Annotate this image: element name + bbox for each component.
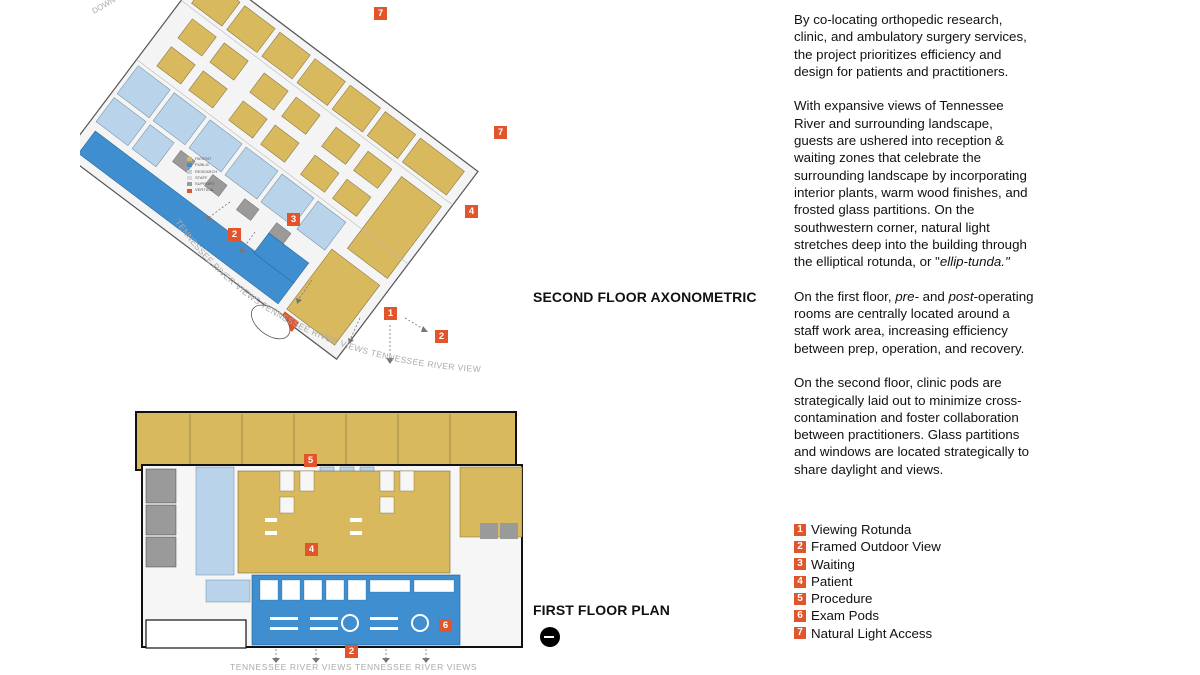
mini-legend-label: RESEARCH — [195, 168, 218, 174]
mini-legend-item: PATIENT — [187, 156, 217, 162]
mini-legend-item: RESEARCH — [187, 169, 217, 175]
key-item: 4 Patient — [794, 573, 941, 590]
first-floor-plan: 5 4 6 2 TENNESSEE RIVER VIEWS TENNESSEE … — [130, 405, 530, 672]
plan-marker-4: 4 — [305, 543, 318, 556]
plan-marker-6: 6 — [439, 619, 452, 632]
mini-legend-swatch — [187, 176, 192, 181]
plan-caption: FIRST FLOOR PLAN — [533, 602, 670, 618]
mini-legend-swatch — [187, 157, 192, 162]
mini-legend-item: VERTICAL — [187, 187, 217, 193]
description-paragraph-4: On the second floor, clinic pods are str… — [794, 375, 1030, 477]
mini-legend-item: STAFF — [187, 175, 217, 181]
numbered-key: 1 Viewing Rotunda 2 Framed Outdoor View 3 Wai… — [794, 521, 941, 642]
key-item: 7 Natural Light Access — [794, 625, 941, 642]
axo-marker-7-top: 7 — [374, 7, 387, 20]
key-number-badge: 3 — [794, 558, 806, 571]
axo-marker-2-right: 2 — [435, 330, 448, 343]
description-paragraph-1: By co-locating orthopedic research, clin… — [794, 12, 1027, 79]
mini-legend-swatch — [187, 188, 192, 193]
axo-marker-3: 3 — [287, 213, 300, 226]
mini-legend-label: PUBLIC — [195, 162, 210, 168]
axonometric-corner-text: DOWN — [91, 0, 118, 16]
plan-marker-5: 5 — [304, 454, 317, 467]
axo-marker-4: 4 — [465, 205, 478, 218]
key-item: 3 Waiting — [794, 556, 941, 573]
key-number-badge: 7 — [794, 627, 806, 640]
key-number-badge: 5 — [794, 592, 806, 605]
axo-marker-7-right: 7 — [494, 126, 507, 139]
axo-marker-1: 1 — [384, 307, 397, 320]
key-label: Waiting — [811, 556, 855, 572]
floor-plan-drawing — [135, 411, 523, 663]
mini-legend-item: SUPPORT — [187, 181, 217, 187]
mini-legend-swatch — [187, 169, 192, 174]
description-paragraph-3: On the first floor, pre- and post-operat… — [794, 288, 1034, 356]
second-floor-axonometric: TENNESSEE RIVER VIEWS TENNESSEE RIVER VI… — [64, 0, 560, 390]
north-arrow-icon — [540, 627, 560, 647]
key-item: 1 Viewing Rotunda — [794, 521, 941, 538]
mini-legend-swatch — [187, 163, 192, 168]
plan-marker-2: 2 — [345, 645, 358, 658]
key-label: Exam Pods — [811, 608, 879, 624]
key-label: Procedure — [811, 591, 873, 607]
mini-legend-label: STAFF — [195, 174, 208, 180]
key-item: 5 Procedure — [794, 590, 941, 607]
axo-marker-2-left: 2 — [228, 228, 241, 241]
mini-legend-label: PATIENT — [195, 156, 212, 161]
axonometric-caption: SECOND FLOOR AXONOMETRIC — [533, 289, 757, 305]
plan-views-label: TENNESSEE RIVER VIEWS TENNESSEE RIVER VI… — [230, 662, 478, 672]
key-label: Framed Outdoor View — [811, 539, 941, 555]
key-number-badge: 1 — [794, 523, 806, 536]
key-item: 2 Framed Outdoor View — [794, 538, 941, 555]
mini-legend-label: SUPPORT — [195, 181, 215, 187]
project-description: By co-locating orthopedic research, clin… — [794, 11, 1034, 495]
mini-legend-item: PUBLIC — [187, 162, 217, 168]
description-paragraph-2: With expansive views of Tennessee River … — [794, 98, 1028, 270]
key-number-badge: 2 — [794, 540, 806, 553]
mini-legend-swatch — [187, 182, 192, 187]
mini-legend-label: VERTICAL — [195, 187, 215, 193]
key-label: Viewing Rotunda — [811, 522, 912, 537]
key-label: Natural Light Access — [811, 625, 933, 641]
axonometric-drawing: TENNESSEE RIVER VIEWS TENNESSEE RIVER VI… — [64, 0, 481, 374]
key-item: 6 Exam Pods — [794, 607, 941, 624]
key-number-badge: 6 — [794, 610, 806, 623]
key-label: Patient — [811, 573, 853, 589]
key-number-badge: 4 — [794, 575, 806, 588]
